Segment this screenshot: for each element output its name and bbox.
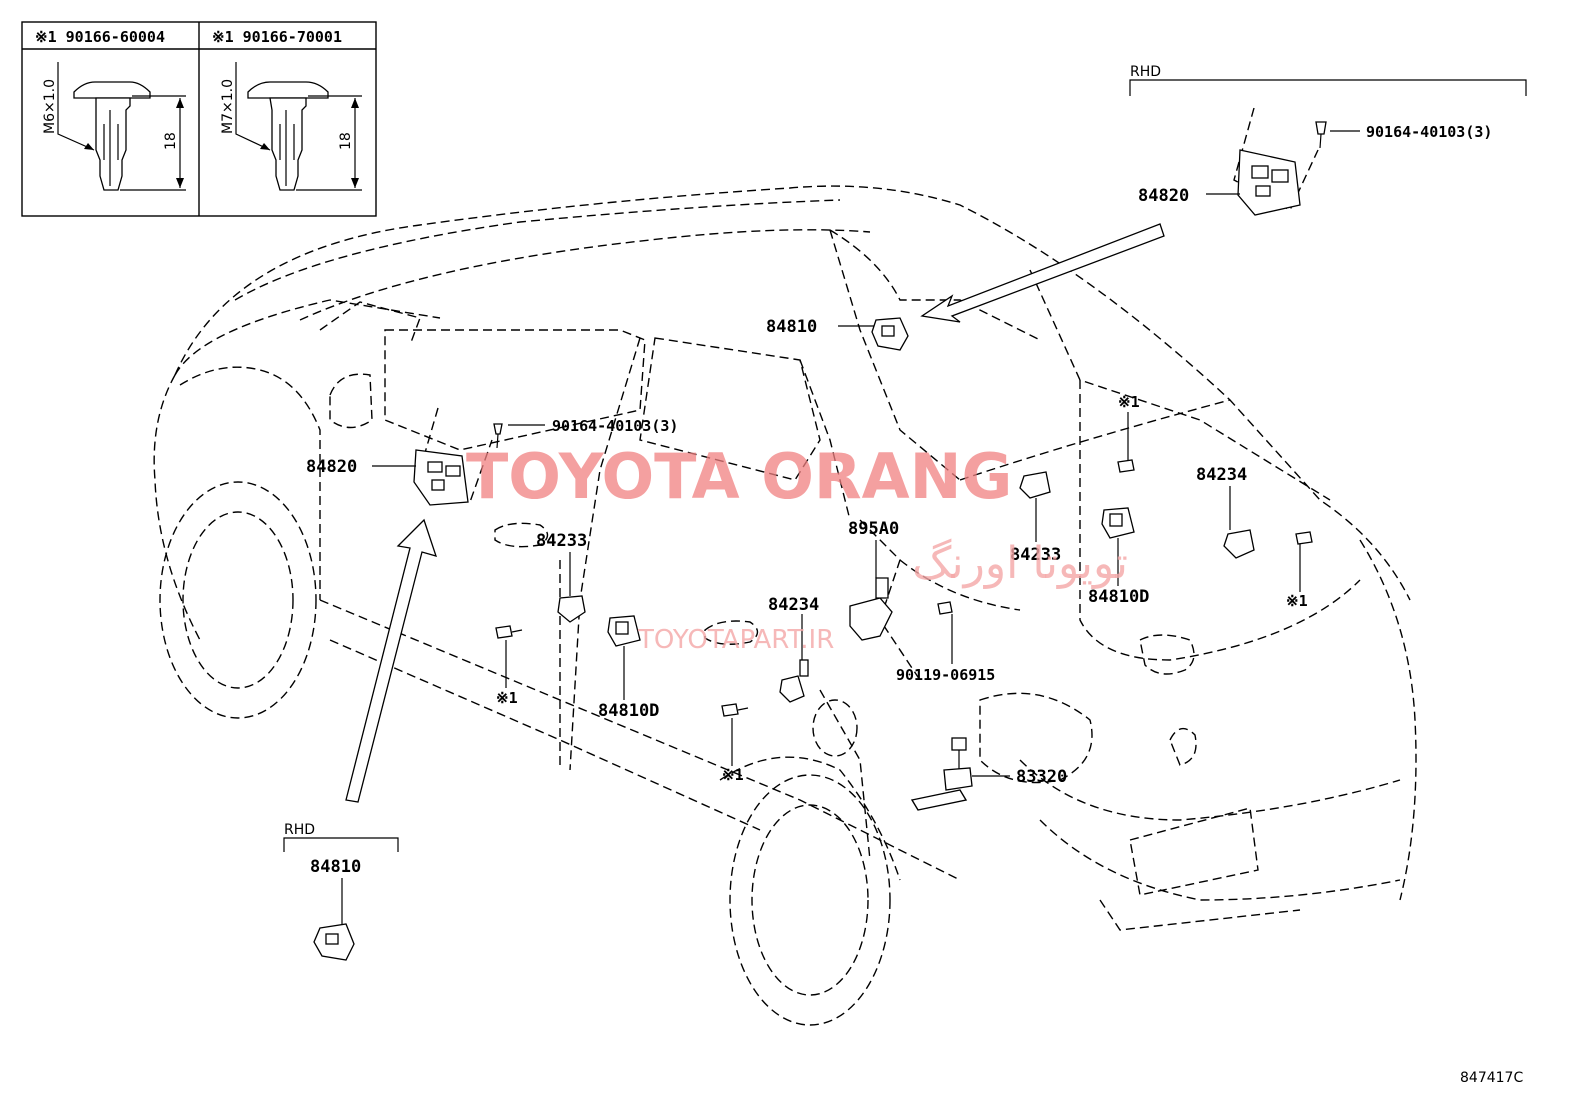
clip-mark-a: ※1 bbox=[1118, 393, 1140, 411]
clip-mark-b: ※1 bbox=[1286, 592, 1308, 610]
master-switch-drawing bbox=[413, 407, 503, 506]
part-84810-label: 84810 bbox=[766, 317, 817, 337]
legend-col2-thread: M7×1.0 bbox=[220, 79, 236, 134]
legend-col2-header: ※1 90166-70001 bbox=[212, 28, 342, 46]
part-84820-label: 84820 bbox=[306, 457, 357, 477]
part-90119-label: 90119-06915 bbox=[896, 666, 995, 684]
rhd-window-switch-drawing bbox=[313, 923, 355, 961]
legend-col1-header: ※1 90166-60004 bbox=[35, 28, 165, 46]
vehicle-outline bbox=[153, 185, 1417, 1026]
courtesy-switch-mid-drawing bbox=[779, 659, 809, 703]
clip-m6-drawing bbox=[57, 62, 186, 191]
part-90164-label: 90164-40103(3) bbox=[552, 417, 678, 435]
rhd-top-label: RHD bbox=[1130, 64, 1161, 80]
part-84810d-right-label: 84810D bbox=[1088, 587, 1149, 607]
window-switch-drawing bbox=[871, 317, 909, 351]
courtesy-switch-rear-drawing bbox=[1223, 529, 1255, 559]
rhd-top-screw-label: 90164-40103(3) bbox=[1366, 123, 1492, 141]
figure-id: 847417C bbox=[1460, 1070, 1523, 1086]
part-84233-left-label: 84233 bbox=[536, 531, 587, 551]
clip-mark-d: ※1 bbox=[722, 766, 744, 784]
leader-lines bbox=[283, 79, 1527, 924]
clip-m7-drawing bbox=[235, 62, 362, 191]
part-84234-mid-label: 84234 bbox=[768, 595, 819, 615]
clip-mark-c: ※1 bbox=[496, 689, 518, 707]
fastener-legend-table: ※1 90166-60004 ※1 90166-70001 M6×1.0 18 bbox=[21, 21, 377, 217]
part-84234-right-label: 84234 bbox=[1196, 465, 1247, 485]
part-84233-right-label: 84233 bbox=[1010, 545, 1061, 565]
sensor-895a0-drawing bbox=[849, 577, 893, 641]
rhd-bottom-part-label: 84810 bbox=[310, 857, 361, 877]
part-83320-label: 83320 bbox=[1016, 767, 1067, 787]
sensor-83320-drawing bbox=[910, 737, 973, 811]
clip-screws bbox=[495, 459, 1313, 717]
part-895a0-label: 895A0 bbox=[848, 519, 899, 539]
legend-col1-thread: M6×1.0 bbox=[42, 79, 58, 134]
view-arrow-rear-pillar bbox=[920, 223, 1165, 323]
door-switch-right-drawing bbox=[1101, 507, 1135, 539]
part-84810d-left-label: 84810D bbox=[598, 701, 659, 721]
watermark-title: TOYOTA ORANG bbox=[466, 440, 1012, 513]
callouts: RHD 84820 90164-40103(3) RHD 84810 84810… bbox=[284, 64, 1523, 1086]
rhd-master-switch-drawing bbox=[1233, 107, 1327, 216]
legend-col2-length: 18 bbox=[338, 132, 354, 150]
courtesy-switch-right-drawing bbox=[1019, 471, 1051, 499]
rhd-bottom-label: RHD bbox=[284, 822, 315, 838]
watermark-site: TOYOTAPART.IR bbox=[637, 625, 834, 655]
door-switch-left-drawing bbox=[607, 615, 641, 647]
legend-col1-length: 18 bbox=[163, 132, 179, 150]
courtesy-switch-left-drawing bbox=[557, 560, 586, 623]
watermark: TOYOTA ORANG تویوتا اورنگ TOYOTAPART.IR bbox=[466, 440, 1128, 655]
rhd-top-part-label: 84820 bbox=[1138, 186, 1189, 206]
watermark-persian: تویوتا اورنگ bbox=[912, 538, 1128, 589]
view-arrow-front-door bbox=[345, 518, 438, 803]
